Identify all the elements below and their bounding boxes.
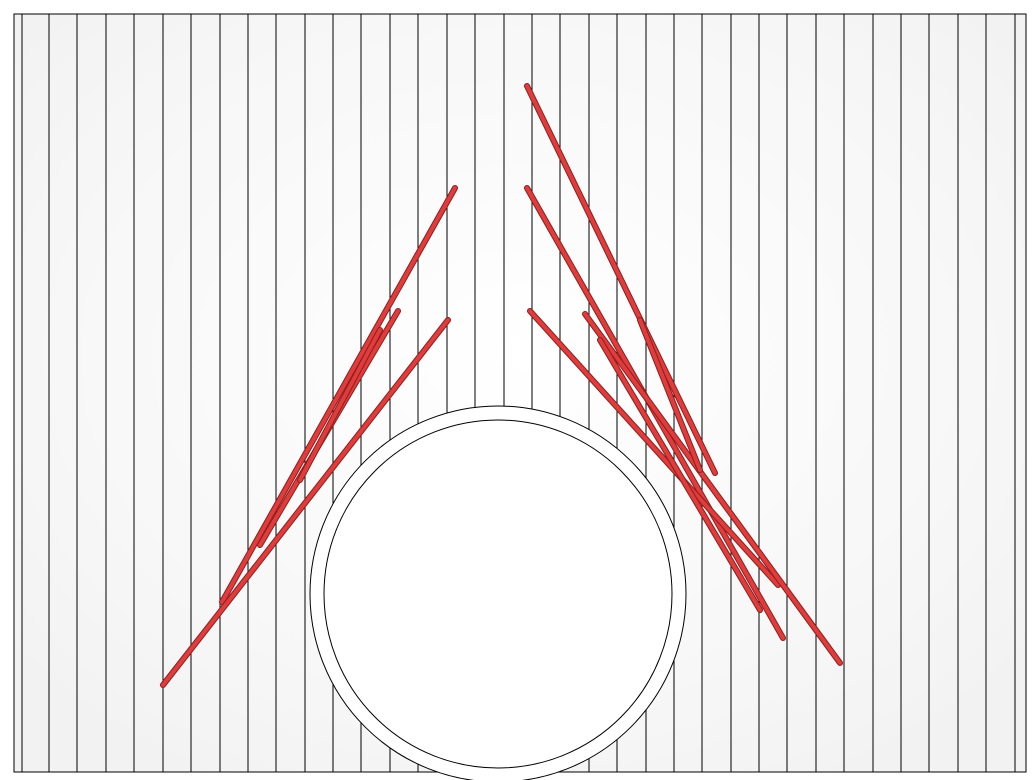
- stick: [298, 328, 382, 482]
- stick: [583, 312, 842, 665]
- stick: [525, 84, 717, 475]
- stick: [161, 318, 450, 687]
- stick: [220, 186, 457, 604]
- stick: [638, 318, 702, 472]
- needle-sticks: [160, 83, 843, 688]
- stick: [598, 338, 762, 612]
- hole-inner-ring: [323, 419, 673, 769]
- center-hole: [309, 405, 687, 780]
- stick: [528, 309, 780, 587]
